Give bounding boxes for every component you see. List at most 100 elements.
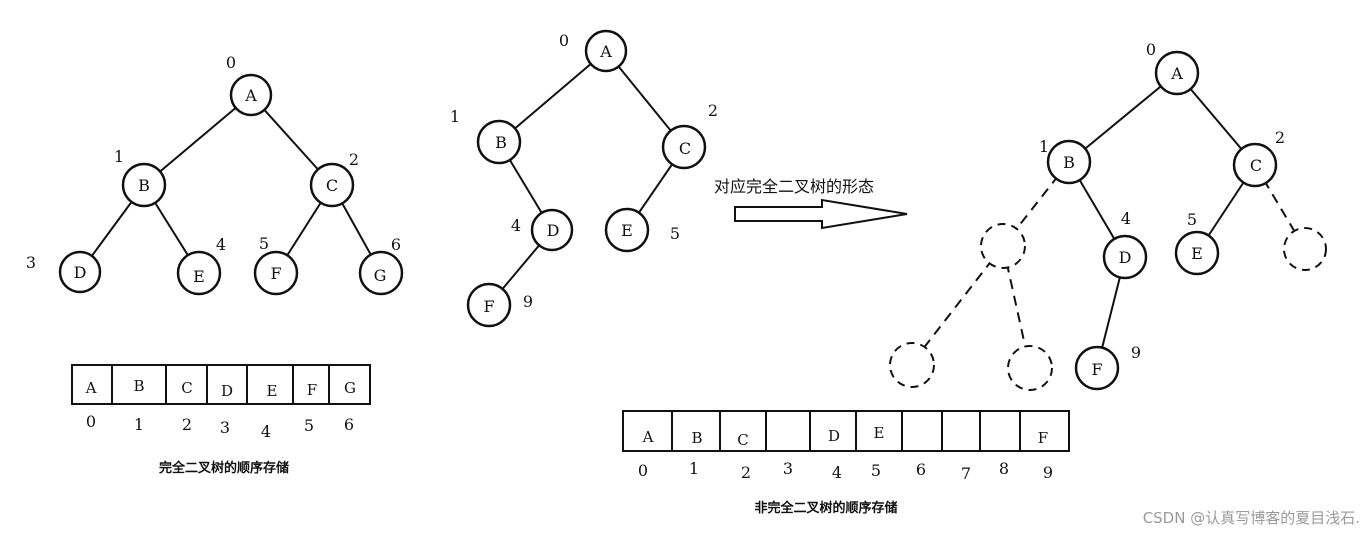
- tree1-label-e: E: [193, 267, 205, 286]
- tree2-label-d: D: [547, 221, 560, 240]
- tree3-label-a: A: [1170, 64, 1183, 83]
- edge-a-b: [498, 50, 607, 143]
- array2-index: 7: [961, 464, 971, 483]
- tree3-label-d: D: [1119, 248, 1132, 267]
- array2-cell: D: [828, 427, 840, 445]
- array2-index: 0: [638, 461, 648, 480]
- tree3-index-d: 4: [1121, 209, 1131, 228]
- tree3-node-e: [1174, 230, 1220, 276]
- tree2-label-a: A: [599, 42, 612, 61]
- tree2-label-e: E: [621, 221, 633, 240]
- array2-index: 9: [1043, 463, 1053, 482]
- tree1-label-d: D: [74, 263, 87, 282]
- edge-a-b: [1068, 72, 1178, 163]
- tree3-label-b: B: [1063, 153, 1075, 172]
- array2-cell: C: [737, 431, 748, 449]
- tree2-node-c: [661, 124, 707, 170]
- tree-complete-form: [1068, 72, 1256, 369]
- virtual-node: [889, 342, 935, 388]
- virtual-node: [1283, 227, 1327, 271]
- tree1-node-c: [309, 162, 355, 208]
- arrow-label: 对应完全二叉树的形态: [714, 177, 874, 196]
- array2-index: 3: [783, 459, 793, 478]
- tree1-index-a: 0: [226, 53, 236, 72]
- tree2-node-f: [466, 282, 512, 328]
- array2-cell: B: [691, 429, 702, 447]
- tree2-node-a: [584, 29, 628, 73]
- tree1-label-c: C: [326, 176, 338, 195]
- tree3-label-e: E: [1191, 244, 1203, 263]
- virtual-node: [1007, 345, 1053, 391]
- tree1-node-g: [358, 250, 404, 296]
- tree1-index-e: 4: [216, 235, 226, 254]
- array1-cell: C: [181, 379, 192, 397]
- tree3-index-b: 1: [1039, 137, 1049, 156]
- tree2-label-c: C: [679, 139, 691, 158]
- tree1-node-d: [58, 250, 102, 294]
- array2-cell: A: [642, 428, 654, 446]
- tree1-index-g: 6: [391, 235, 401, 254]
- tree1-index-c: 2: [349, 150, 359, 169]
- tree2-index-b: 1: [450, 107, 460, 126]
- array1-cell: F: [307, 381, 317, 399]
- right-arrow-icon: [734, 198, 908, 230]
- watermark: CSDN @认真写博客的夏目浅石.: [1143, 509, 1360, 527]
- tree1-index-f: 5: [259, 234, 269, 253]
- array2-cell: E: [874, 424, 885, 442]
- dashed-edge: [911, 245, 1004, 364]
- tree1-node-a: [229, 73, 273, 117]
- array2-index: 1: [689, 459, 699, 478]
- array2-index: 6: [916, 460, 926, 479]
- tree3-node-c: [1232, 142, 1278, 188]
- tree1-node-e: [176, 250, 222, 296]
- caption-noncomplete: 非完全二叉树的顺序存储: [754, 500, 897, 516]
- array2-index: 8: [999, 459, 1009, 478]
- array1-index: 6: [344, 415, 354, 434]
- array2-index: 2: [741, 463, 751, 482]
- tree3-node-b: [1046, 139, 1092, 185]
- tree1-node-f: [253, 250, 299, 296]
- tree3-index-a: 0: [1146, 40, 1156, 59]
- tree3-node-f: [1074, 345, 1120, 391]
- array2-cell: F: [1038, 429, 1048, 447]
- tree3-label-f: F: [1091, 360, 1102, 379]
- tree2-label-b: B: [495, 133, 507, 152]
- tree1-label-b: B: [138, 176, 150, 195]
- array-noncomplete: [622, 410, 1070, 452]
- array1-index: 5: [304, 416, 314, 435]
- array1-index: 4: [261, 422, 271, 441]
- tree3-index-e: 5: [1187, 210, 1197, 229]
- array1-cell: D: [221, 382, 233, 400]
- tree3-index-f: 9: [1131, 343, 1141, 362]
- virtual-nodes: [889, 223, 1327, 391]
- tree2-node-e: [604, 207, 650, 253]
- tree3-node-d: [1102, 234, 1148, 280]
- array1-index: 3: [220, 418, 230, 437]
- array1-cell: A: [85, 379, 97, 397]
- tree1-label-g: G: [374, 266, 387, 285]
- array1-index: 1: [134, 415, 144, 434]
- array1-cell: B: [133, 377, 144, 395]
- caption-complete: 完全二叉树的顺序存储: [159, 460, 289, 476]
- tree1-index-d: 3: [26, 253, 36, 272]
- array1-cell: G: [344, 379, 356, 397]
- tree2-node-d: [530, 208, 574, 252]
- array1-cell: E: [267, 382, 278, 400]
- virtual-node: [980, 223, 1026, 269]
- edge-a-b: [143, 94, 252, 186]
- tree-noncomplete: [488, 50, 685, 306]
- tree2-index-e: 5: [670, 224, 680, 243]
- tree3-index-c: 2: [1275, 128, 1285, 147]
- tree3-label-c: C: [1250, 156, 1262, 175]
- tree2-label-f: F: [483, 297, 494, 316]
- array1-index: 2: [182, 415, 192, 434]
- array2-index: 4: [832, 463, 842, 482]
- tree2-index-c: 2: [708, 101, 718, 120]
- tree2-index-f: 9: [523, 292, 533, 311]
- tree2-index-d: 4: [511, 216, 521, 235]
- array1-index: 0: [86, 412, 96, 431]
- tree1-index-b: 1: [114, 147, 124, 166]
- tree1-label-f: F: [270, 264, 281, 283]
